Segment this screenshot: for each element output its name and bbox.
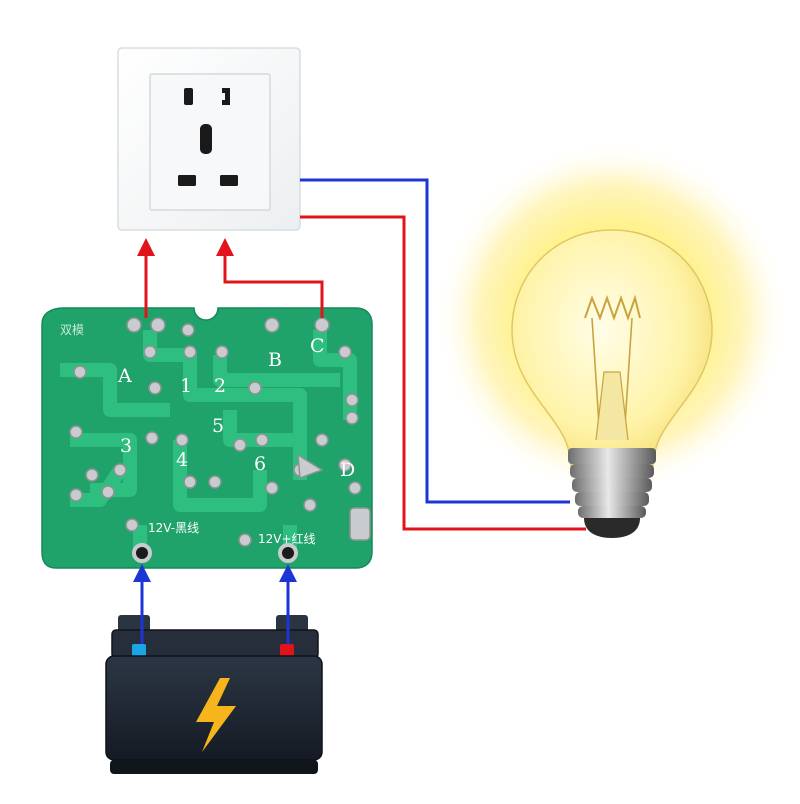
pad-label-d: D [340,459,355,481]
battery-to-board-arrows [133,564,297,644]
pad-label-3: 3 [120,435,132,457]
pcb-board: 双模 A B C D 1 2 3 4 5 6 12V-黑线 12V+红线 [41,307,373,569]
wall-socket [117,47,301,231]
red-wire-socket-bulb [300,215,586,531]
pad-label-5: 5 [212,415,224,437]
pad-label-6: 6 [254,453,266,475]
negative-terminal-label: 12V-黑线 [148,521,199,535]
pad-label-2: 2 [214,375,226,397]
positive-terminal-label: 12V+红线 [258,531,316,546]
pad-label-1: 1 [180,375,192,397]
pad-label-c: C [310,335,325,357]
pad-label-b: B [268,349,282,371]
blue-wire-socket-bulb [300,178,570,504]
pad-label-4: 4 [176,449,188,471]
lightning-bolt-icon [196,678,236,752]
pad-label-a: A [117,365,132,387]
socket-to-bulb-wires [300,178,586,531]
car-battery [105,615,323,774]
light-bulb [434,140,790,538]
board-logo: 双模 [60,323,84,337]
red-arrow-c-to-socket [223,252,324,318]
board-to-socket-arrows [137,238,324,318]
